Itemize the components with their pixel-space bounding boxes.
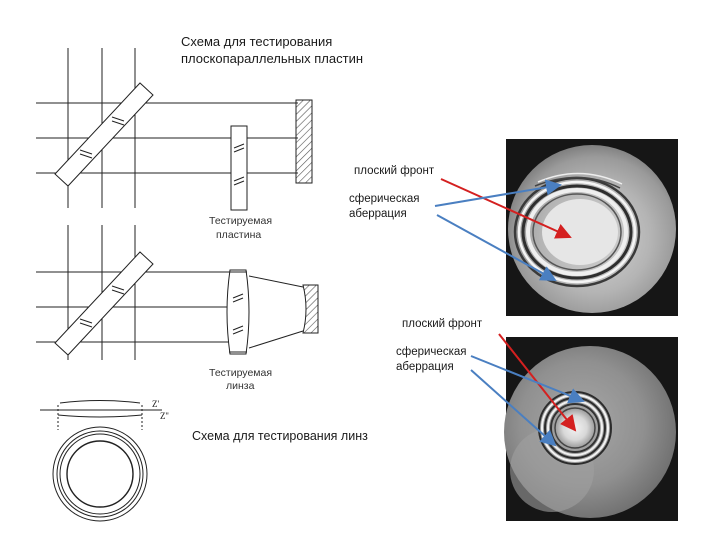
- photo-2-shadow: [510, 428, 594, 512]
- interferogram-1: [506, 139, 678, 316]
- reference-mirror-1: [295, 99, 313, 184]
- beam-splitter-1: [54, 82, 154, 187]
- spherical-aberration-label-1-line2: аберрация: [349, 208, 407, 220]
- tested-plate-label-line1: Тестируемая: [209, 215, 273, 227]
- fringe-ring-2: [56, 430, 144, 518]
- plate-mark-d: [233, 180, 245, 186]
- flat-front-arrow-1: [440, 178, 572, 239]
- aberration-arrow-1b: [436, 214, 557, 281]
- splitter-mark-1b: [111, 120, 125, 126]
- flat-front-label-1: плоский фронт: [354, 165, 435, 177]
- aberration-arrow-2a: [470, 355, 585, 404]
- plate-test-scheme: [36, 48, 313, 211]
- tested-lens: [226, 269, 250, 355]
- aberration-arrow-1a: [434, 179, 562, 207]
- flat-front-label-2: плоский фронт: [402, 318, 483, 330]
- lens-test-scheme: [36, 225, 319, 360]
- beam-splitter-2: [54, 251, 154, 356]
- spherical-aberration-label-2-line1: сферическая: [396, 346, 467, 358]
- plate-mark-b: [233, 147, 245, 153]
- splitter-mark-2a: [111, 285, 125, 291]
- z-double-prime-label: Z'': [160, 411, 169, 421]
- plate-mark-a: [233, 143, 245, 149]
- plate-scheme-title-line1: Схема для тестирования: [181, 34, 333, 49]
- photo-1-fringes: [513, 172, 641, 288]
- converging-beam-bottom: [248, 330, 304, 349]
- annotation-arrows: [434, 178, 585, 447]
- splitter-mark-1d: [79, 153, 93, 159]
- splitter-mark-2d: [79, 322, 93, 328]
- z-double-prime-curve: [57, 414, 143, 418]
- spherical-mirror: [302, 284, 319, 334]
- fringe-ring-outer: [52, 426, 148, 522]
- tested-plate-label-line2: пластина: [216, 229, 262, 241]
- tested-lens-label-line1: Тестируемая: [209, 367, 273, 379]
- interferogram-2: [504, 337, 678, 521]
- fringe-ring-3: [59, 433, 141, 515]
- spherical-aberration-label-2-line2: аберрация: [396, 361, 454, 373]
- tested-plate: [230, 125, 248, 211]
- splitter-mark-1c: [79, 149, 93, 155]
- splitter-mark-2b: [111, 289, 125, 295]
- tested-lens-label-line2: линза: [226, 380, 255, 392]
- splitter-mark-2c: [79, 318, 93, 324]
- fringe-scheme: [40, 400, 162, 522]
- lens-mark-c: [232, 325, 244, 331]
- spherical-aberration-label-1-line1: сферическая: [349, 193, 420, 205]
- lens-mark-a: [232, 293, 244, 299]
- plate-mark-c: [233, 176, 245, 182]
- fringe-ring-inner: [66, 440, 134, 508]
- z-prime-label: Z': [152, 399, 160, 409]
- plate-scheme-title-line2: плоскопараллельных пластин: [181, 51, 364, 66]
- lens-mark-d: [232, 329, 244, 335]
- aberration-arrow-2b: [470, 369, 557, 447]
- z-prime-curve: [59, 400, 141, 404]
- lens-scheme-title: Схема для тестирования линз: [192, 429, 368, 443]
- converging-beam-top: [248, 275, 304, 288]
- lens-mark-b: [232, 297, 244, 303]
- splitter-mark-1a: [111, 116, 125, 122]
